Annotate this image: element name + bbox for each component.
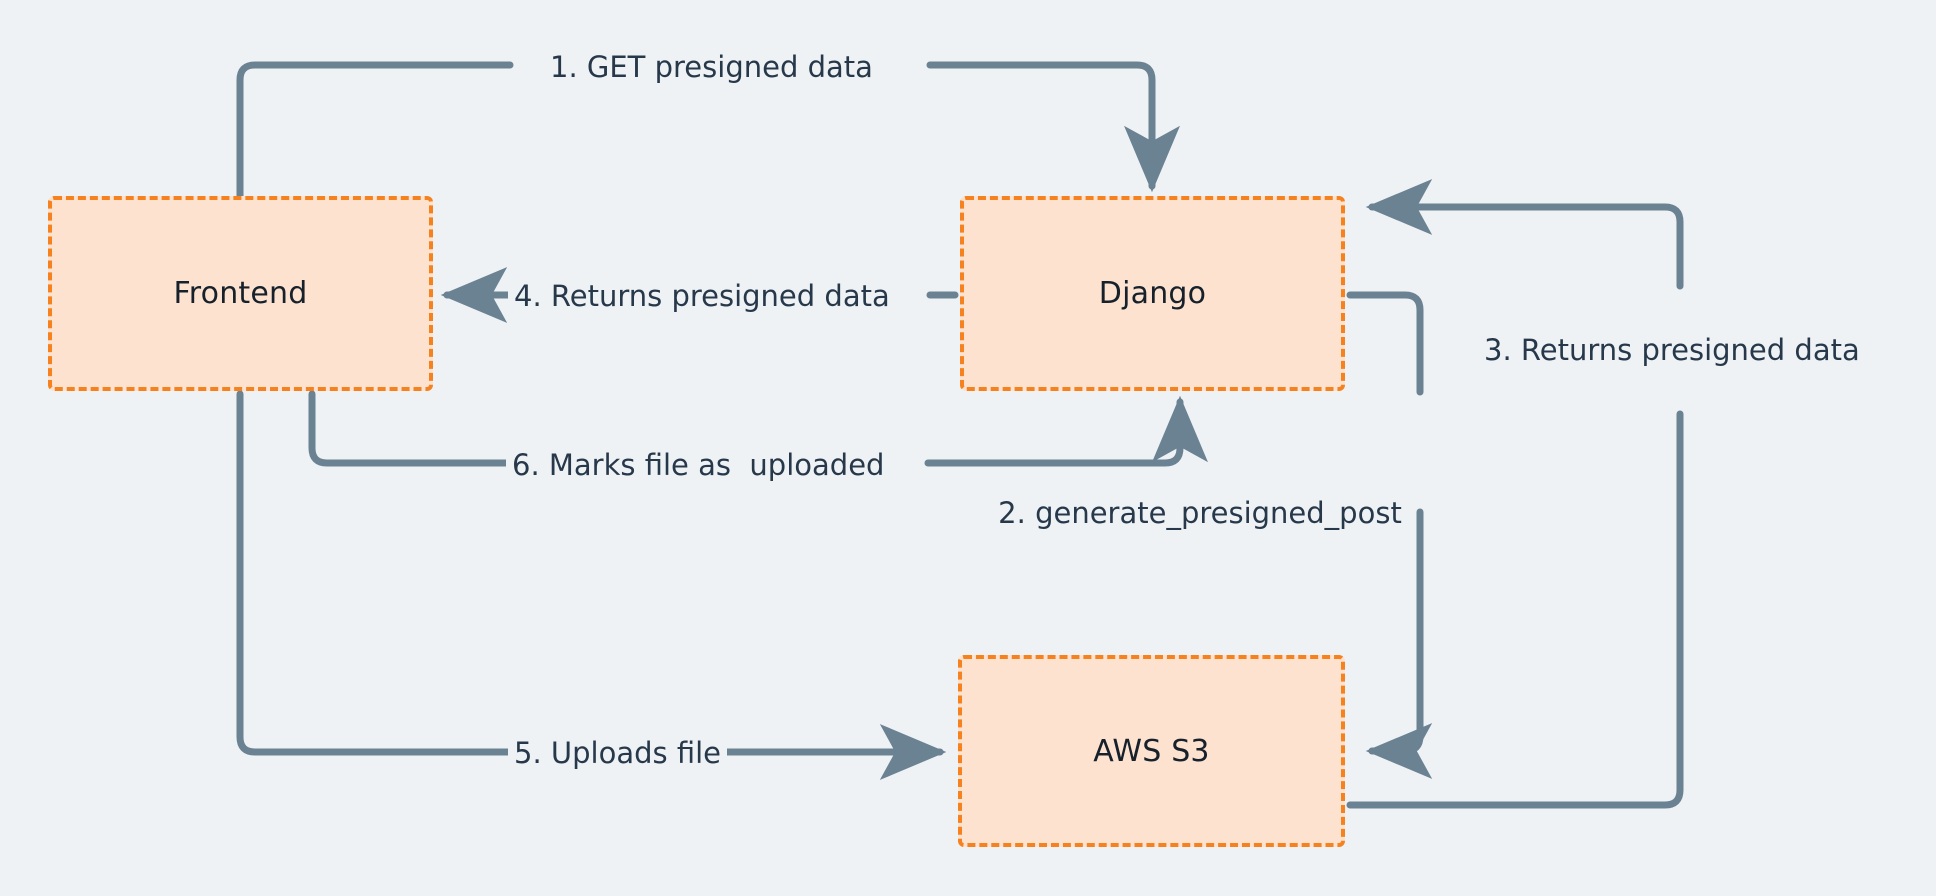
edge-label-5: 5. Uploads file xyxy=(508,736,727,770)
edge-6-marks-file-as-uploaded xyxy=(308,390,1208,467)
node-aws-s3-label: AWS S3 xyxy=(1093,733,1210,769)
edge-label-6: 6. Marks file as uploaded xyxy=(506,448,891,482)
edge-label-3: 3. Returns presigned data xyxy=(1478,333,1866,367)
node-frontend[interactable]: Frontend xyxy=(48,196,433,391)
node-aws-s3[interactable]: AWS S3 xyxy=(958,655,1345,847)
node-django-label: Django xyxy=(1098,276,1207,311)
node-django[interactable]: Django xyxy=(960,196,1345,391)
node-frontend-label: Frontend xyxy=(173,276,308,311)
edge-2-generate-presigned-post xyxy=(1346,291,1433,779)
edge-label-4: 4. Returns presigned data xyxy=(508,279,896,313)
edge-3-returns-presigned-data xyxy=(1346,179,1684,809)
edge-label-2: 2. generate_presigned_post xyxy=(992,496,1408,530)
edge-5-uploads-file xyxy=(236,390,947,780)
edge-label-1: 1. GET presigned data xyxy=(544,50,879,84)
edge-1-get-presigned-data xyxy=(236,61,1180,200)
